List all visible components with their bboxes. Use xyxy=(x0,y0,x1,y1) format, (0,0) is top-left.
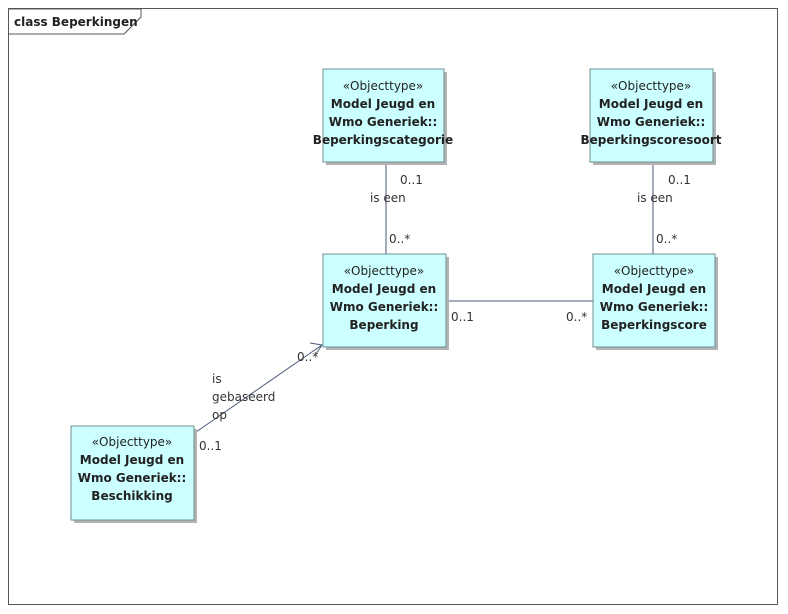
multiplicity-label: 0..1 xyxy=(668,173,691,187)
class-stereotype: «Objecttype» xyxy=(344,264,425,278)
class-beperkingscategorie[interactable]: «Objecttype» Model Jeugd en Wmo Generiek… xyxy=(313,68,453,165)
multiplicity-label: 0..* xyxy=(566,310,587,324)
association-name-line: is xyxy=(212,372,222,386)
class-name-line: Model Jeugd en xyxy=(602,282,706,296)
multiplicity-label: 0..* xyxy=(297,350,318,364)
class-beschikking[interactable]: «Objecttype» Model Jeugd en Wmo Generiek… xyxy=(70,425,197,523)
class-name-line: Beperking xyxy=(349,318,418,332)
class-name-line: Beperkingscoresoort xyxy=(581,133,722,147)
association-name-line: gebaseerd xyxy=(212,390,275,404)
frame-title: class Beperkingen xyxy=(14,15,138,29)
class-name-line: Model Jeugd en xyxy=(332,282,436,296)
class-name-line: Wmo Generiek:: xyxy=(329,115,438,129)
class-name-line: Model Jeugd en xyxy=(331,97,435,111)
class-name-line: Model Jeugd en xyxy=(599,97,703,111)
association-line-beschikking-beperking[interactable] xyxy=(195,344,323,433)
class-name-line: Beperkingscore xyxy=(601,318,707,332)
multiplicity-label: 0..1 xyxy=(199,439,222,453)
class-beperking[interactable]: «Objecttype» Model Jeugd en Wmo Generiek… xyxy=(322,253,449,350)
class-name-line: Beschikking xyxy=(91,489,172,503)
multiplicity-label: 0..1 xyxy=(400,173,423,187)
class-beperkingscore[interactable]: «Objecttype» Model Jeugd en Wmo Generiek… xyxy=(592,253,718,350)
class-stereotype: «Objecttype» xyxy=(343,79,424,93)
class-name-line: Wmo Generiek:: xyxy=(78,471,187,485)
diagram-frame xyxy=(8,8,778,605)
frame-title-tab: class Beperkingen xyxy=(9,8,142,35)
class-name-line: Wmo Generiek:: xyxy=(597,115,706,129)
multiplicity-label: 0..* xyxy=(656,232,677,246)
class-stereotype: «Objecttype» xyxy=(92,435,173,449)
association-name: is een xyxy=(370,191,406,205)
class-stereotype: «Objecttype» xyxy=(614,264,695,278)
class-stereotype: «Objecttype» xyxy=(611,79,692,93)
association-name: is een xyxy=(637,191,673,205)
association-name-line: op xyxy=(212,408,227,422)
navigation-arrow-icon xyxy=(309,342,323,355)
class-name-line: Wmo Generiek:: xyxy=(330,300,439,314)
class-name-line: Wmo Generiek:: xyxy=(600,300,709,314)
class-name-line: Beperkingscategorie xyxy=(313,133,453,147)
multiplicity-label: 0..1 xyxy=(451,310,474,324)
multiplicity-label: 0..* xyxy=(389,232,410,246)
class-name-line: Model Jeugd en xyxy=(80,453,184,467)
class-beperkingscoresoort[interactable]: «Objecttype» Model Jeugd en Wmo Generiek… xyxy=(581,68,722,165)
